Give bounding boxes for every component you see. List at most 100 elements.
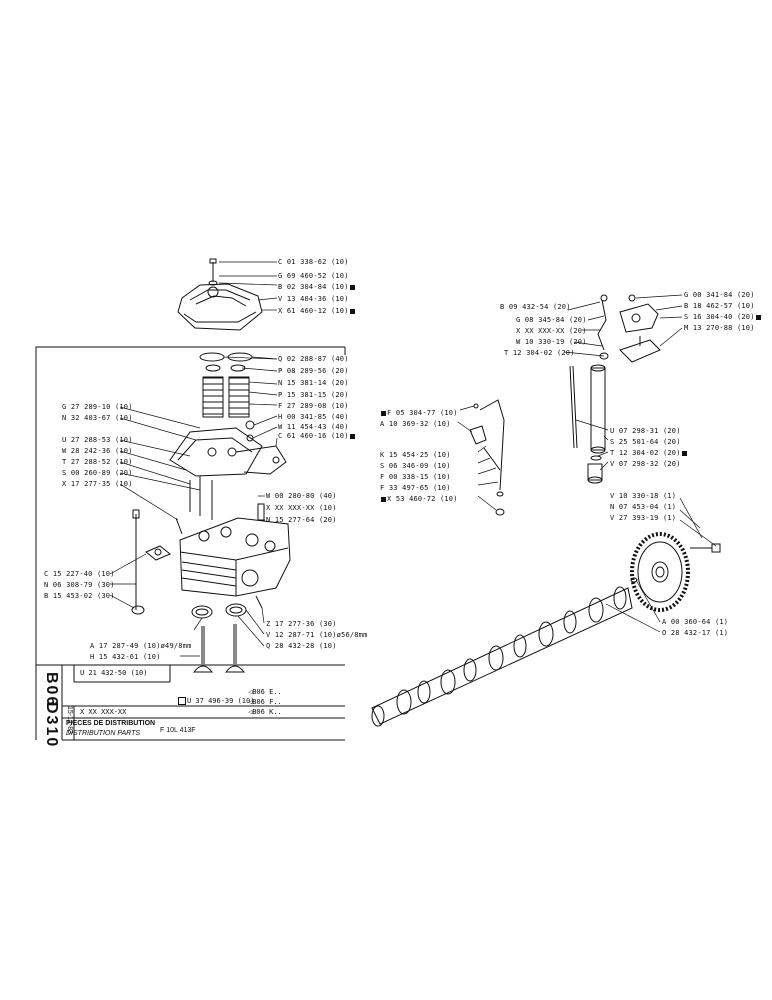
part-number-text: W 10 330-19 (20): [516, 338, 587, 346]
part-number-text: F 05 304-77 (10): [387, 409, 458, 417]
leader-lines-left: [109, 261, 278, 657]
part-number-text: F 27 289-08 (10): [278, 402, 349, 410]
right-part-label: B 18 462-57 (10): [684, 302, 755, 310]
left-part-label: W 11 454-43 (40): [278, 423, 349, 431]
right-part-label: X 53 460-72 (10): [380, 495, 458, 503]
right-part-label: V 10 330-18 (1): [610, 492, 676, 500]
part-number-text: F 00 338-15 (10): [380, 473, 451, 481]
marker-square-icon: [349, 433, 355, 439]
left-part-label: Q 02 288-87 (40): [278, 355, 349, 363]
see-reference: ◁B06 F..: [248, 698, 282, 706]
part-number-text: W 00 280-80 (40): [266, 492, 337, 500]
part-number-text: B 09 432-54 (20): [500, 303, 571, 311]
left-part-label: Z 17 277-36 (30): [266, 620, 337, 628]
part-number-text: V 10 330-18 (1): [610, 492, 677, 500]
right-part-label: O 28 432-17 (1): [662, 629, 728, 637]
kit-ref-text: U 37 496-39 (10): [187, 697, 255, 705]
right-part-label: V 07 298-32 (20): [610, 460, 681, 468]
see-reference: ◁B06 E..: [248, 688, 282, 696]
left-part-label: A 17 287-49 (10)ø49/8mm: [90, 642, 192, 650]
right-part-label: S 25 501-64 (20): [610, 438, 681, 446]
left-part-label: W 00 280-80 (40): [266, 492, 337, 500]
oil-pipe: [469, 399, 505, 516]
right-part-label: X XX XXX-XX (20): [516, 327, 587, 335]
kit-box-icon: [178, 697, 186, 705]
part-number-text: B 15 453-02 (30): [44, 592, 115, 600]
part-number-text: T 12 304-02 (20): [610, 449, 681, 457]
right-part-label: T 12 304-02 (20): [504, 349, 575, 357]
left-part-label: V 13 404-36 (10): [278, 295, 349, 303]
part-number-text: M 13 270-88 (10): [684, 324, 755, 332]
right-part-label: B 09 432-54 (20): [500, 303, 571, 311]
part-number-text: S 06 346-09 (10): [380, 462, 451, 470]
part-number-text: A 10 369-32 (10): [380, 420, 451, 428]
placeholder-ref: X XX XXX-XX: [80, 708, 127, 716]
left-part-label: Q 28 432-28 (10): [266, 642, 337, 650]
left-part-label: P 15 381-15 (20): [278, 391, 349, 399]
part-number-text: N 15 381-14 (20): [278, 379, 349, 387]
right-part-label: A 10 369-32 (10): [380, 420, 451, 428]
part-number-text: C 15 227-40 (10): [44, 570, 115, 578]
right-part-label: M 13 270-88 (10): [684, 324, 755, 332]
part-number-text: G 00 341-84 (20): [684, 291, 755, 299]
see-reference: ◁B06 K..: [248, 708, 282, 716]
part-number-text: N 06 308-79 (30): [44, 581, 115, 589]
part-number-text: N 32 403-67 (10): [62, 414, 133, 422]
part-number-text: T 27 288-52 (10): [62, 458, 133, 466]
part-number-text: O 28 432-17 (1): [662, 629, 729, 637]
left-part-label: X 61 460-12 (10): [278, 307, 355, 315]
page-code: D310: [43, 702, 60, 749]
title-en: DISTRIBUTION PARTS: [66, 730, 141, 737]
part-number-text: S 25 501-64 (20): [610, 438, 681, 446]
part-number-text: X XX XXX-XX (10): [266, 504, 337, 512]
left-part-label: C 61 460-16 (10): [278, 432, 355, 440]
part-number-text: P 15 381-15 (20): [278, 391, 349, 399]
right-part-label: N 07 453-04 (1): [610, 503, 676, 511]
part-number-text: P 08 289-56 (20): [278, 367, 349, 375]
part-number-text: W 11 454-43 (40): [278, 423, 349, 431]
right-part-label: G 00 341-84 (20): [684, 291, 755, 299]
marker-square-icon: [381, 410, 386, 416]
camshaft-gear: [630, 532, 721, 612]
right-part-label: F 33 497-65 (10): [380, 484, 451, 492]
right-part-label: V 27 393-19 (1): [610, 514, 676, 522]
part-number-text: B 18 462-57 (10): [684, 302, 755, 310]
right-part-label: W 10 330-19 (20): [516, 338, 587, 346]
head-bolt: [131, 509, 171, 615]
valves: [191, 595, 263, 673]
right-part-label: G 08 345-84 (20): [516, 316, 587, 324]
left-part-label: X 17 277-35 (10): [62, 480, 133, 488]
part-number-text: U 07 298-31 (20): [610, 427, 681, 435]
left-part-label: V 12 287-71 (10)ø56/8mm: [266, 631, 368, 639]
rocker-cover: [177, 258, 263, 331]
part-number-text: K 15 454-25 (10): [380, 451, 451, 459]
part-number-text: V 27 393-19 (1): [610, 514, 677, 522]
title-block-frame: [35, 664, 345, 741]
left-part-label: H 15 432-61 (10): [90, 653, 161, 661]
marker-square-icon: [349, 308, 355, 314]
left-part-label: B 02 304-84 (10): [278, 283, 355, 291]
rocker-bracket: [169, 427, 287, 477]
left-part-label: N 06 308-79 (30): [44, 581, 115, 589]
part-number-text: F 33 497-65 (10): [380, 484, 451, 492]
right-part-label: A 00 360-64 (1): [662, 618, 728, 626]
left-part-label: W 28 242-36 (10): [62, 447, 133, 455]
bottom-ref: U 21 432-50 (10): [80, 669, 148, 677]
left-part-label: N 15 381-14 (20): [278, 379, 349, 387]
pushrod-tubes: [569, 364, 606, 484]
part-number-text: N 07 453-04 (1): [610, 503, 677, 511]
part-number-text: C 61 460-16 (10): [278, 432, 349, 440]
part-number-text: S 16 304-40 (20): [684, 313, 755, 321]
part-number-text: W 28 242-36 (10): [62, 447, 133, 455]
right-part-label: S 06 346-09 (10): [380, 462, 451, 470]
part-number-text: X 17 277-35 (10): [62, 480, 133, 488]
valve-springs: [199, 352, 255, 442]
title-fr: PIECES DE DISTRIBUTION: [66, 720, 156, 727]
marker-square-icon: [349, 284, 355, 290]
part-number-text: N 15 277-64 (20): [266, 516, 337, 524]
right-part-label: U 07 298-31 (20): [610, 427, 681, 435]
part-number-text: T 12 304-02 (20): [504, 349, 575, 357]
part-number-text: C 01 338-62 (10): [278, 258, 349, 266]
part-number-text: H 15 432-61 (10): [90, 653, 161, 661]
